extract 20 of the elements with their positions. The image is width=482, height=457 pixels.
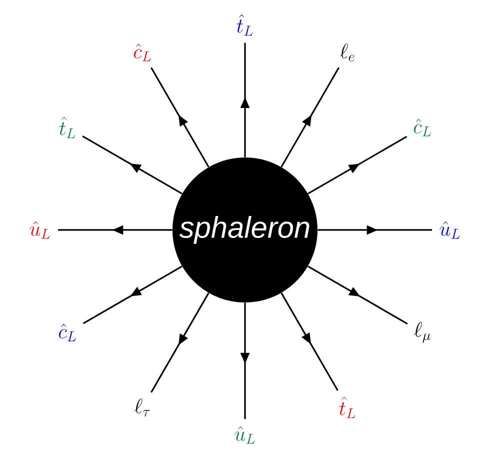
particle-label: $\ell_e$ [340,44,354,62]
particle-label: $\hat{t}_L$ [236,14,253,36]
particle-label: $\ell_\tau$ [134,398,150,416]
particle-label: $\hat{t}_L$ [339,396,356,418]
particle-label: $\hat{c}_L$ [134,44,151,62]
particle-label: $\hat{u}_L$ [30,221,50,239]
arrow [82,266,182,324]
arrow [280,292,338,391]
arrow [150,67,210,168]
particle-label: $\hat{u}_L$ [440,221,460,239]
arrow [308,136,408,194]
particle-label: $\hat{c}_L$ [414,118,431,136]
arrow [150,292,210,393]
particle-label: $\hat{t}_L$ [59,116,76,138]
arrow [308,266,408,324]
particle-label: $\hat{u}_L$ [234,426,255,444]
particle-label: $\hat{c}_L$ [58,324,76,342]
arrow [280,67,340,168]
arrow [82,135,182,194]
particle-label: $\ell_\mu$ [414,322,430,343]
